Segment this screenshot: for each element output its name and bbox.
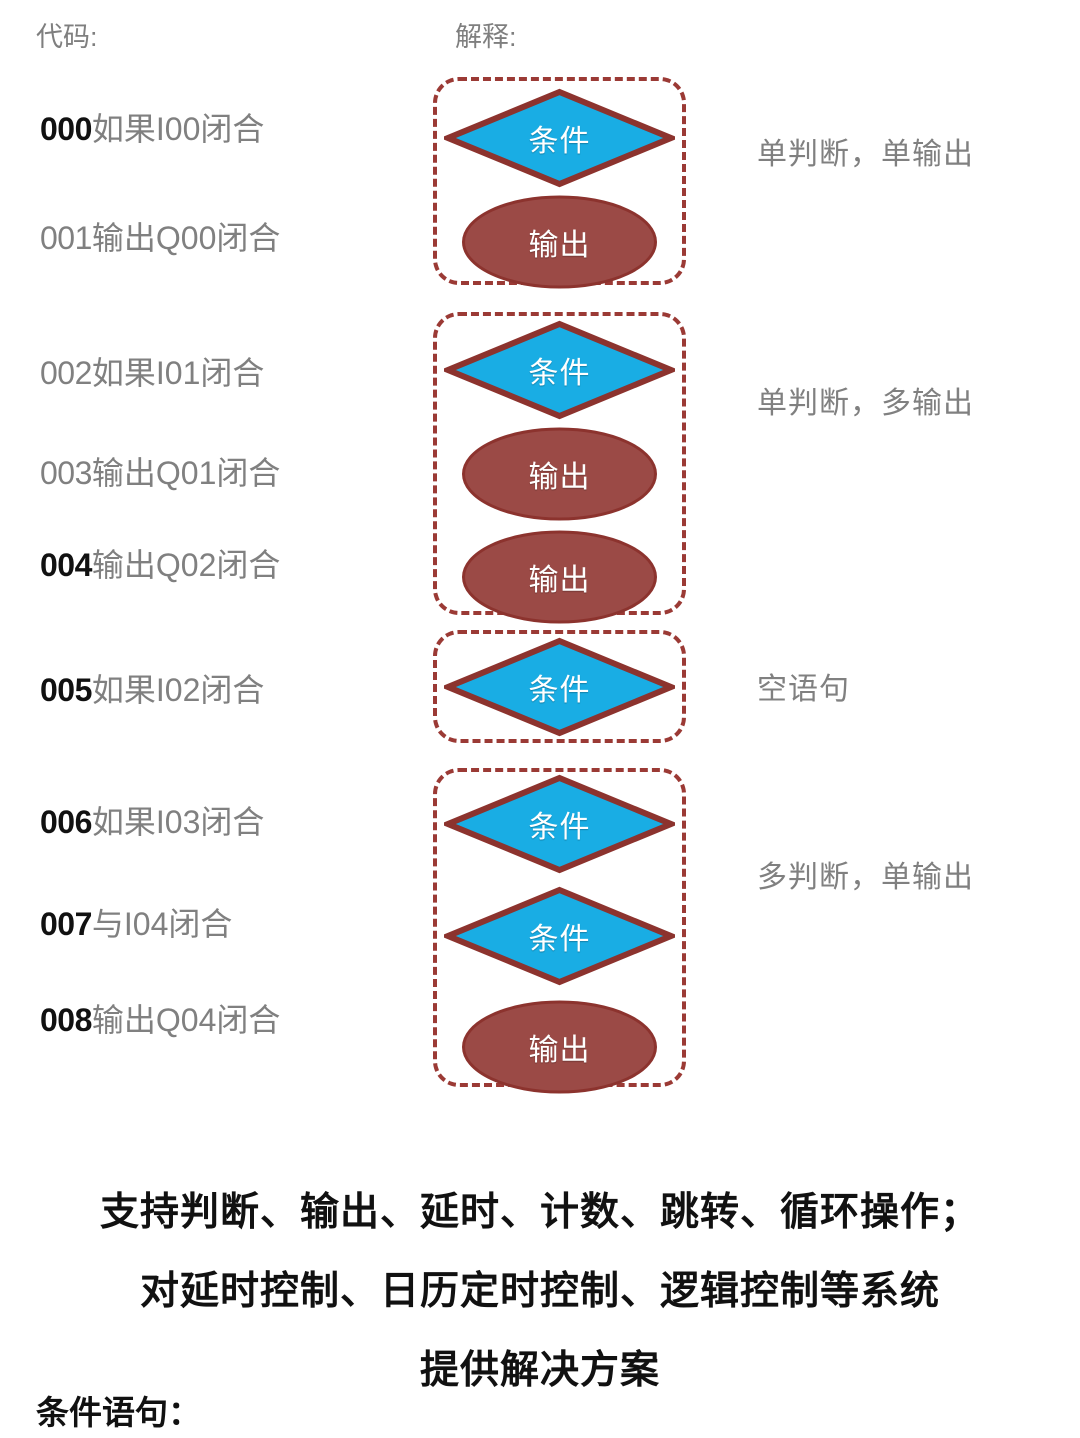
code-line-number: 007 [40, 906, 92, 942]
code-line-number: 008 [40, 1002, 92, 1038]
output-ellipse-shape[interactable]: 输出 [444, 424, 675, 524]
code-line: 003输出Q01闭合 [40, 457, 280, 489]
code-line-text: 如果I00闭合 [91, 111, 265, 147]
code-line-number: 001 [40, 220, 92, 256]
code-line: 002如果I01闭合 [40, 357, 264, 389]
output-ellipse-shape[interactable]: 输出 [444, 527, 675, 627]
code-line-number: 005 [40, 672, 92, 708]
code-line-text: 如果I02闭合 [91, 672, 265, 708]
condition-diamond-shape[interactable]: 条件 [444, 320, 675, 420]
condition-diamond-shape[interactable]: 条件 [444, 886, 675, 986]
code-line-text: 如果I03闭合 [91, 804, 265, 840]
explanation-column-header: 解释: [455, 22, 517, 52]
group-box-group-empty-statement[interactable] [433, 630, 686, 743]
conditional-statement-label: 条件语句： [36, 1394, 201, 1431]
explanation-text: 空语句 [757, 673, 850, 706]
code-line: 005如果I02闭合 [40, 674, 264, 706]
code-line-text: 如果I01闭合 [91, 355, 265, 391]
code-line-number: 003 [40, 455, 92, 491]
code-line: 000如果I00闭合 [40, 113, 264, 145]
code-line: 007与I04闭合 [40, 908, 232, 940]
code-line-text: 与I04闭合 [91, 906, 233, 942]
condition-diamond-shape[interactable]: 条件 [444, 88, 675, 188]
summary-line-3: 提供解决方案 [419, 1349, 660, 1392]
output-ellipse-shape[interactable]: 输出 [444, 192, 675, 292]
summary-line-1: 支持判断、输出、延时、计数、跳转、循环操作； [99, 1191, 980, 1234]
condition-diamond-shape[interactable]: 条件 [444, 637, 675, 737]
code-line-text: 输出Q04闭合 [91, 1002, 281, 1038]
code-line-number: 006 [40, 804, 92, 840]
code-line-number: 002 [40, 355, 92, 391]
code-line-text: 输出Q02闭合 [91, 547, 281, 583]
code-line-number: 000 [40, 111, 92, 147]
explanation-text: 单判断，单输出 [757, 138, 974, 171]
code-line: 004输出Q02闭合 [40, 549, 280, 581]
code-line: 006如果I03闭合 [40, 806, 264, 838]
code-line: 001输出Q00闭合 [40, 222, 280, 254]
output-ellipse-shape[interactable]: 输出 [444, 997, 675, 1097]
explanation-text: 多判断，单输出 [757, 861, 974, 894]
explanation-text: 单判断，多输出 [757, 387, 974, 420]
condition-diamond-shape[interactable]: 条件 [444, 774, 675, 874]
code-column-header: 代码: [36, 22, 98, 52]
summary-line-2: 对延时控制、日历定时控制、逻辑控制等系统 [139, 1270, 940, 1313]
code-line-number: 004 [40, 547, 92, 583]
code-line-text: 输出Q00闭合 [91, 220, 281, 256]
code-line-text: 输出Q01闭合 [91, 455, 281, 491]
code-line: 008输出Q04闭合 [40, 1004, 280, 1036]
